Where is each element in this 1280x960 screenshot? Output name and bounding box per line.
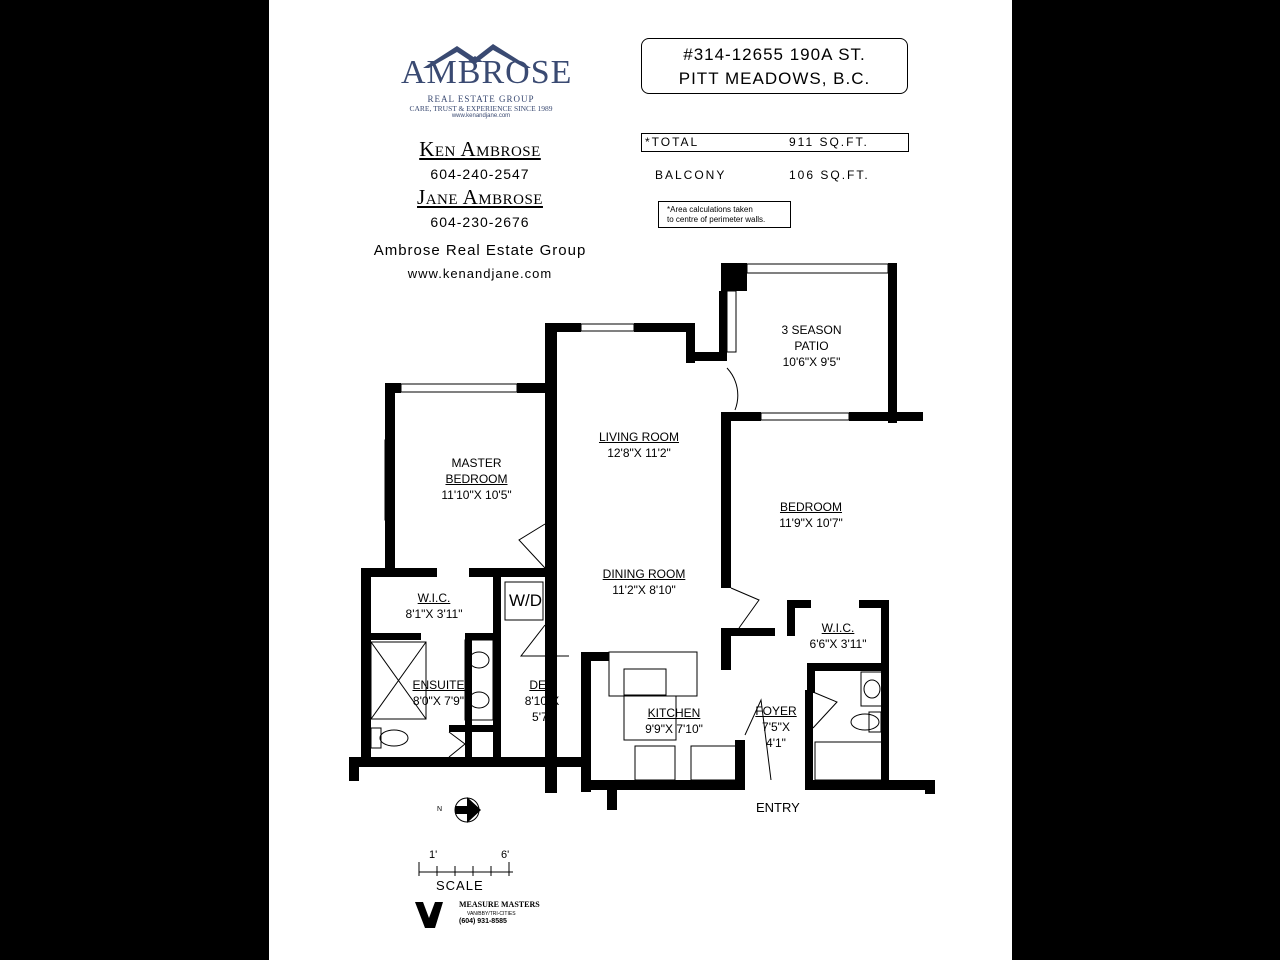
washer-dryer-label: W/D xyxy=(509,591,543,610)
entry-label: ENTRY xyxy=(756,800,800,815)
ambrose-logo: AMBROSE REAL ESTATE GROUP CARE, TRUST & … xyxy=(401,40,573,126)
ensuite-name: ENSUITE xyxy=(412,678,465,692)
living-room-dims: 12'8"X 11'2" xyxy=(607,446,671,460)
total-value: 911 SQ.FT. xyxy=(789,135,869,149)
measure-masters-phone: (604) 931-8585 xyxy=(459,918,507,925)
kitchen-counter-left xyxy=(623,695,677,741)
patio-window-west xyxy=(726,290,737,353)
master-window-west xyxy=(384,439,395,521)
dining-room-dims: 11'2"X 8'10" xyxy=(612,583,676,597)
compass-label: N xyxy=(437,806,443,813)
master-window-top xyxy=(400,383,518,393)
foyer-label: FOYER 7'5"X 4'1" xyxy=(745,703,807,751)
bath-toilet xyxy=(850,713,880,731)
kitchen-label: KITCHEN 9'9"X 7'10" xyxy=(624,705,724,737)
agent-phone-1: 604-240-2547 xyxy=(430,166,530,182)
master-bedroom-name-2: BEDROOM xyxy=(445,472,508,486)
fridge xyxy=(690,745,740,781)
living-room-name: LIVING ROOM xyxy=(598,430,679,444)
master-bedroom-name-1: MASTER xyxy=(451,456,502,470)
kitchen-dims: 9'9"X 7'10" xyxy=(645,722,703,736)
ensuite-toilet xyxy=(379,729,409,747)
group-name: Ambrose Real Estate Group xyxy=(373,242,587,259)
den-label: DEN 8'10"X 5'7" xyxy=(509,677,575,725)
vanity xyxy=(464,639,494,721)
living-window xyxy=(580,323,635,332)
wic-1-label: W.I.C. 8'1"X 3'11" xyxy=(389,590,479,622)
ensuite-label: ENSUITE 8'0"X 7'9" xyxy=(391,677,486,709)
shower xyxy=(370,641,427,720)
floor-plan-sheet: AMBROSE REAL ESTATE GROUP CARE, TRUST & … xyxy=(269,0,1012,960)
address-line-2: PITT MEADOWS, B.C. xyxy=(678,69,871,88)
ensuite-dims: 8'0"X 7'9" xyxy=(412,694,465,708)
den-name: DEN xyxy=(529,678,555,692)
address-box: #314-12655 190A ST. PITT MEADOWS, B.C. xyxy=(641,38,908,94)
agent-name-1: Ken Ambrose xyxy=(419,137,541,161)
washer-dryer xyxy=(504,581,544,621)
wic-1-dims: 8'1"X 3'11" xyxy=(405,607,463,621)
master-bedroom-dims: 11'10"X 10'5" xyxy=(441,488,512,502)
wic-2-name: W.I.C. xyxy=(821,621,855,635)
patio-window-top xyxy=(746,263,889,274)
foyer-dims-2: 4'1" xyxy=(766,736,786,750)
patio-name-2: PATIO xyxy=(794,339,829,353)
scale-tick-1: 1' xyxy=(429,849,438,861)
website: www.kenandjane.com xyxy=(407,266,553,281)
north-arrow-icon xyxy=(455,797,481,823)
measure-masters-name: MEASURE MASTERS xyxy=(459,900,540,909)
den-dims-1: 8'10"X xyxy=(524,694,560,708)
bedroom-name: BEDROOM xyxy=(779,500,842,514)
patio-corner-post xyxy=(721,263,747,291)
floor-plan-drawing xyxy=(349,263,935,928)
scale-label: SCALE xyxy=(436,878,484,893)
area-note-line-2: to centre of perimeter walls. xyxy=(667,215,766,224)
area-note-line-1: *Area calculations taken xyxy=(667,205,753,214)
master-bedroom-label: MASTER BEDROOM 11'10"X 10'5" xyxy=(419,455,534,503)
total-label: *TOTAL xyxy=(645,135,700,149)
patio-name-1: 3 SEASON xyxy=(781,323,842,337)
dining-room-name: DINING ROOM xyxy=(602,567,686,581)
kitchen-sink xyxy=(623,668,667,696)
stove xyxy=(634,745,676,781)
foyer-dims-1: 7'5"X xyxy=(762,720,790,734)
wic-1-name: W.I.C. xyxy=(417,591,451,605)
dining-room-label: DINING ROOM 11'2"X 8'10" xyxy=(584,566,704,598)
logo-name: AMBROSE xyxy=(401,54,573,91)
wic-2-label: W.I.C. 6'6"X 3'11" xyxy=(793,620,883,652)
measure-masters-region: VAN/BBY/TRI-CITIES xyxy=(467,911,516,917)
roof-logo-icon xyxy=(423,44,531,68)
patio-dims: 10'6"X 9'5" xyxy=(782,355,841,369)
kitchen-counter-upper xyxy=(608,651,698,697)
living-room-label: LIVING ROOM 12'8"X 11'2" xyxy=(579,429,699,461)
bedroom-window xyxy=(760,412,850,421)
wic-2-dims: 6'6"X 3'11" xyxy=(809,637,867,651)
kitchen-name: KITCHEN xyxy=(647,706,701,720)
agent-name-2: Jane Ambrose xyxy=(417,185,543,209)
balcony-label: BALCONY xyxy=(655,168,727,182)
area-note: *Area calculations taken to centre of pe… xyxy=(658,201,791,228)
bedroom-label: BEDROOM 11'9"X 10'7" xyxy=(751,499,871,531)
scale-tick-6: 6' xyxy=(501,849,510,861)
den-dims-2: 5'7" xyxy=(532,710,552,724)
measure-masters-logo-icon xyxy=(415,902,443,928)
bathtub xyxy=(814,741,884,781)
logo-sub: REAL ESTATE GROUP xyxy=(427,94,535,104)
patio-east-wall xyxy=(888,263,897,423)
logo-tagline: CARE, TRUST & EXPERIENCE SINCE 1989 xyxy=(409,104,553,113)
agent-phone-2: 604-230-2676 xyxy=(430,214,530,230)
bedroom-dims: 11'9"X 10'7" xyxy=(779,516,843,530)
balcony-value: 106 SQ.FT. xyxy=(789,168,870,182)
logo-url: www.kenandjane.com xyxy=(451,113,511,119)
total-area-box xyxy=(641,133,909,152)
foyer-name: FOYER xyxy=(755,704,797,718)
address-line-1: #314-12655 190A ST. xyxy=(683,45,866,64)
patio-label: 3 SEASON PATIO 10'6"X 9'5" xyxy=(754,322,869,370)
